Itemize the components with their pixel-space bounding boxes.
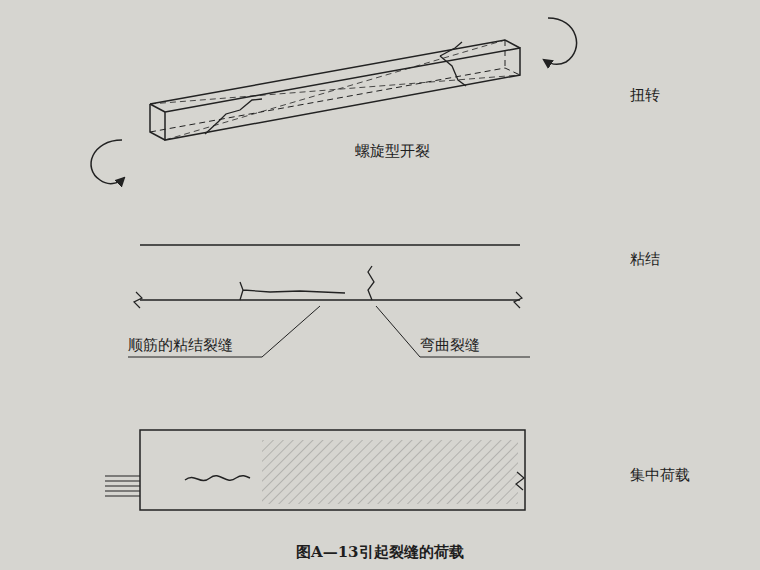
spiral-crack (440, 56, 466, 86)
tendon-load (105, 476, 140, 496)
bond-beam (128, 245, 530, 357)
hidden-edge (150, 40, 520, 132)
break-mark (514, 292, 522, 308)
hidden-edge (150, 40, 520, 140)
spiral-crack (205, 99, 262, 134)
figure-caption: 图A—13引起裂缝的荷载 (296, 543, 464, 561)
leader-line (376, 306, 530, 357)
torque-arrow (91, 140, 124, 184)
beam-end (150, 104, 165, 140)
splitting-crack (185, 476, 250, 481)
hatched-zone (262, 440, 518, 504)
load-type-label: 粘结 (630, 250, 660, 268)
load-type-label: 扭转 (630, 86, 660, 104)
torsion-beam (91, 18, 577, 184)
crack-label: 弯曲裂缝 (420, 336, 480, 354)
bond-crack (240, 282, 345, 300)
load-beam (105, 430, 525, 510)
beam-edge (140, 245, 520, 300)
beam-face (165, 48, 520, 140)
flexural-crack (368, 266, 374, 300)
spiral-crack (440, 42, 462, 56)
break-mark (134, 292, 142, 308)
break-mark (516, 472, 524, 490)
beam-top (150, 40, 520, 112)
torque-arrow (544, 18, 577, 64)
load-type-label: 集中荷载 (630, 466, 690, 484)
leader-line (128, 306, 320, 357)
crack-label: 螺旋型开裂 (355, 142, 430, 160)
beam-outline (140, 430, 525, 510)
crack-label: 顺筋的粘结裂缝 (128, 336, 233, 354)
